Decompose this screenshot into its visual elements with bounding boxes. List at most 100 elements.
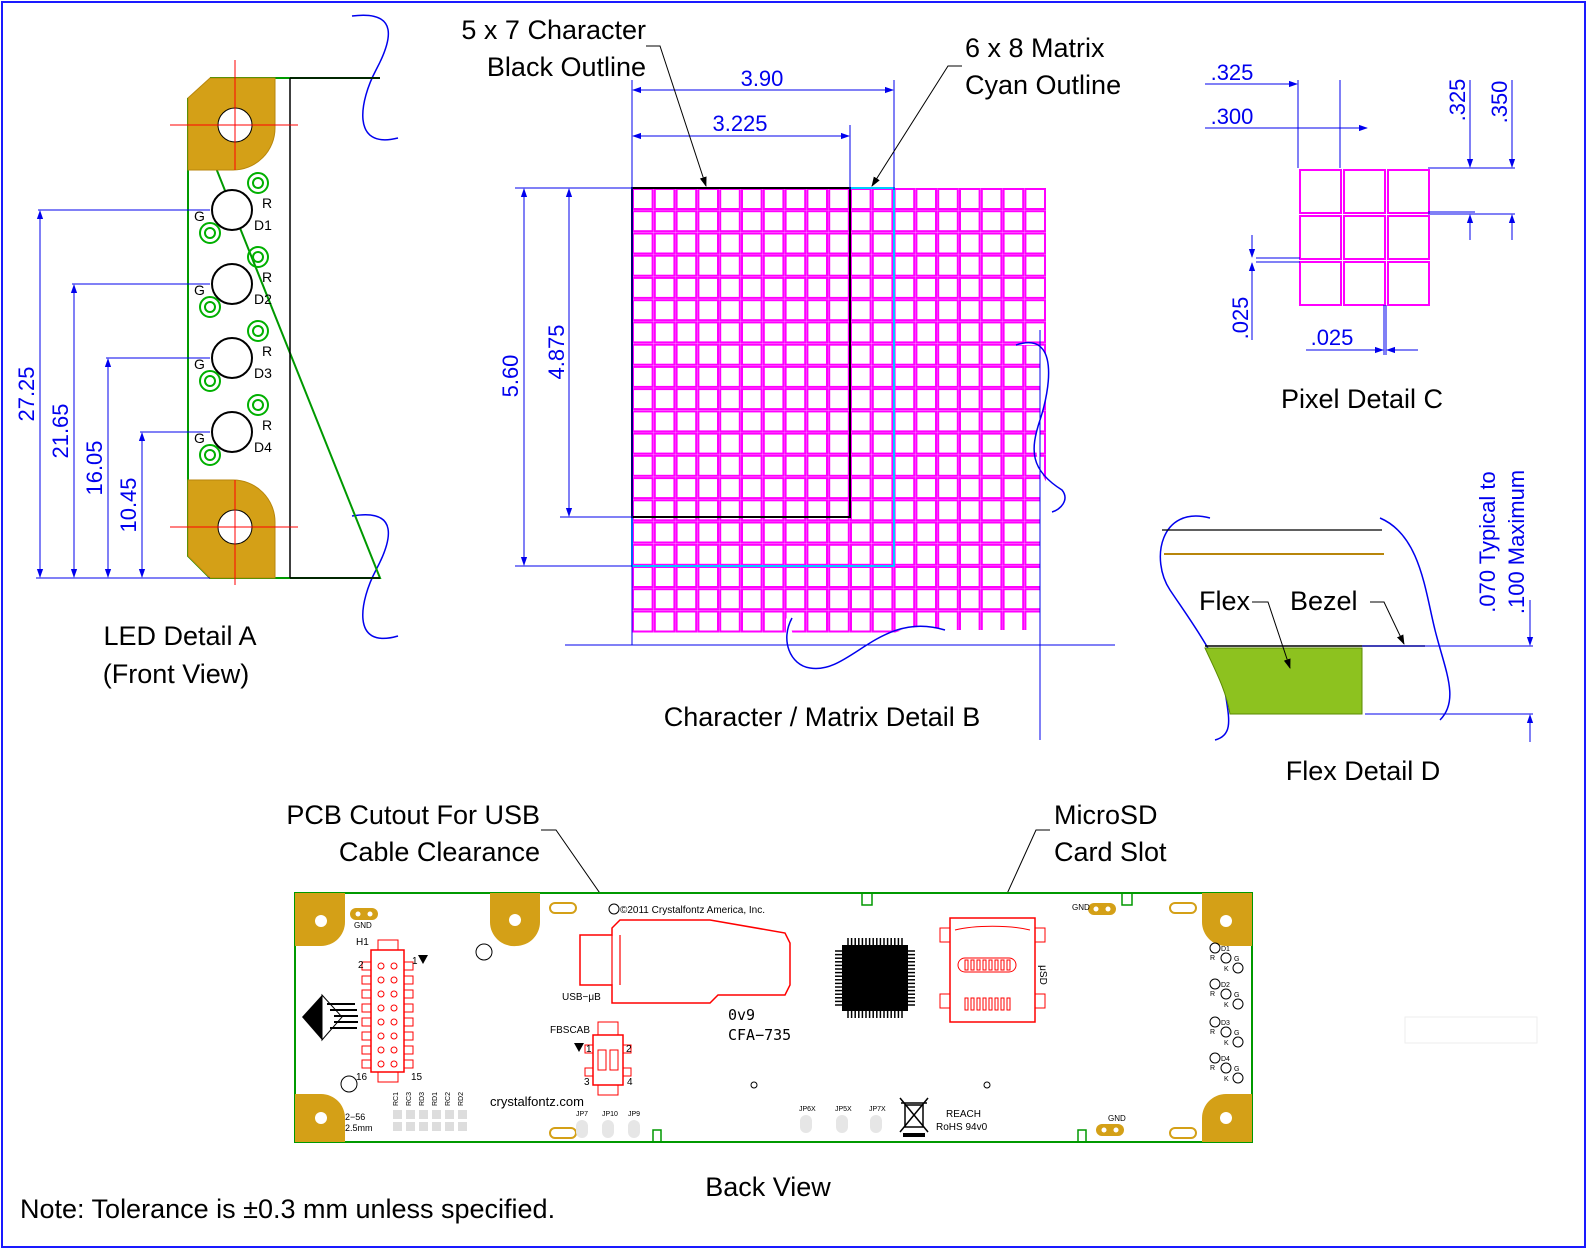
led-d2: R G D2 [194, 246, 272, 318]
header-h1: H1 2 1 16 15 [356, 937, 428, 1083]
label-bezel: Bezel [1290, 586, 1358, 616]
led-id-label: D2 [254, 291, 272, 307]
back-view: PCB Cutout For USB Cable Clearance Micro… [286, 800, 1538, 1202]
dim-label: 21.65 [48, 403, 73, 458]
callout-black-line2: Black Outline [487, 52, 646, 82]
callout-sd-line2: Card Slot [1054, 837, 1167, 867]
dim-h-size: .300 [1211, 104, 1254, 129]
revision-label: 0v9 [728, 1006, 755, 1024]
gnd-label-top-right: GND [1072, 903, 1090, 912]
flex-break-left [1159, 515, 1230, 741]
character-matrix-detail-b: 3.90 3.225 5.60 4.875 5 x 7 Character Bl… [461, 15, 1121, 740]
jp-label: JP7X [869, 1106, 886, 1113]
callout-usb-line1: PCB Cutout For USB [286, 800, 540, 830]
gnd-label-left: GND [354, 921, 372, 930]
callout-cyan-line1: 6 x 8 Matrix [965, 33, 1105, 63]
website-label: crystalfontz.com [490, 1094, 584, 1109]
screw-label-2: 2.5mm [345, 1123, 373, 1133]
led-g-label: G [194, 208, 205, 224]
break-line-top [351, 14, 399, 141]
detail-d-title: Flex Detail D [1286, 756, 1441, 786]
led-r-label: R [262, 417, 272, 433]
h1-label: H1 [356, 937, 369, 948]
rc-label: RC3 [406, 1092, 413, 1106]
crystalfontz-logo-icon [302, 993, 358, 1042]
rc-label: RD1 [432, 1092, 439, 1106]
svg-text:D3: D3 [1221, 1020, 1230, 1027]
svg-text:G: G [1234, 992, 1239, 999]
svg-text:D4: D4 [1221, 1056, 1230, 1063]
detail-c-title: Pixel Detail C [1281, 384, 1443, 414]
rc-label: RD2 [458, 1092, 465, 1106]
jp-label: JP7 [576, 1111, 588, 1118]
back-view-title: Back View [705, 1172, 831, 1202]
dim-label: 27.25 [14, 366, 39, 421]
fbscab-connector: FBSCAB 1 2 3 4 [550, 1021, 633, 1096]
led-r-label: R [262, 195, 272, 211]
svg-text:D1: D1 [1221, 946, 1230, 953]
dim-v-size: .350 [1487, 81, 1512, 124]
dim-width-inner: 3.225 [712, 111, 767, 136]
break-line-bottom [351, 514, 399, 639]
usd-label: μSD [1037, 965, 1048, 985]
led-g-label: G [194, 282, 205, 298]
svg-text:R: R [1210, 1065, 1215, 1072]
dim-label: 16.05 [82, 440, 107, 495]
fbscab-pin1-marker-icon [574, 1043, 584, 1052]
led-id-label: D4 [254, 439, 272, 455]
dim-gap-v: .025 [1228, 297, 1253, 340]
tolerance-note: Note: Tolerance is ±0.3 mm unless specif… [20, 1194, 555, 1224]
dim-label: 10.45 [116, 477, 141, 532]
jp-label: JP9 [628, 1111, 640, 1118]
callout-sd-line1: MicroSD [1054, 800, 1158, 830]
fbscab-pin2: 2 [626, 1044, 632, 1055]
dim-h-pitch: .325 [1211, 60, 1254, 85]
svg-text:K: K [1224, 966, 1229, 973]
microsd-slot: μSD [939, 917, 1048, 1023]
h1-pin2: 2 [358, 960, 364, 971]
callout-black-line1: 5 x 7 Character [461, 15, 646, 45]
usb-label: USB−μB [562, 992, 601, 1003]
fbscab-pin3: 3 [584, 1077, 590, 1088]
rohs-label: RoHS 94v0 [936, 1122, 988, 1133]
mcu-chip [835, 938, 915, 1018]
led-g-label: G [194, 356, 205, 372]
dim-height-outer: 5.60 [498, 355, 523, 398]
dim-flex-line2: .100 Maximum [1504, 470, 1529, 614]
usb-connector: USB−μB [562, 919, 791, 1004]
svg-text:K: K [1224, 1076, 1229, 1083]
callout-cyan-line2: Cyan Outline [965, 70, 1121, 100]
rc-label: RD3 [419, 1092, 426, 1106]
fbscab-pin1: 1 [586, 1044, 592, 1055]
svg-text:R: R [1210, 955, 1215, 962]
copyright-text: ©2011 Crystalfontz America, Inc. [620, 905, 765, 916]
reach-label: REACH [946, 1109, 981, 1120]
flex-detail-d: .070 Typical to .100 Maximum Flex Bezel … [1159, 470, 1534, 786]
svg-text:G: G [1234, 1030, 1239, 1037]
jp-label: JP10 [602, 1111, 618, 1118]
led-id-label: D3 [254, 365, 272, 381]
callout-usb-line2: Cable Clearance [339, 837, 540, 867]
screw-label-1: 2−56 [345, 1112, 365, 1122]
rc-label: RC1 [393, 1092, 400, 1106]
break-line-right [1015, 342, 1066, 513]
flex-cable [1204, 647, 1363, 715]
label-flex: Flex [1199, 586, 1251, 616]
jp-label: JP6X [799, 1106, 816, 1113]
model-label: CFA−735 [728, 1026, 791, 1044]
detail-b-title: Character / Matrix Detail B [664, 702, 981, 732]
pixel-detail-c: .325 .300 .325 .350 .025 .025 Pixel Deta… [1205, 60, 1516, 414]
fbscab-pin4: 4 [627, 1077, 633, 1088]
led-r-label: R [262, 269, 272, 285]
dim-v-pitch: .325 [1445, 79, 1470, 122]
h1-pin16: 16 [356, 1072, 368, 1083]
